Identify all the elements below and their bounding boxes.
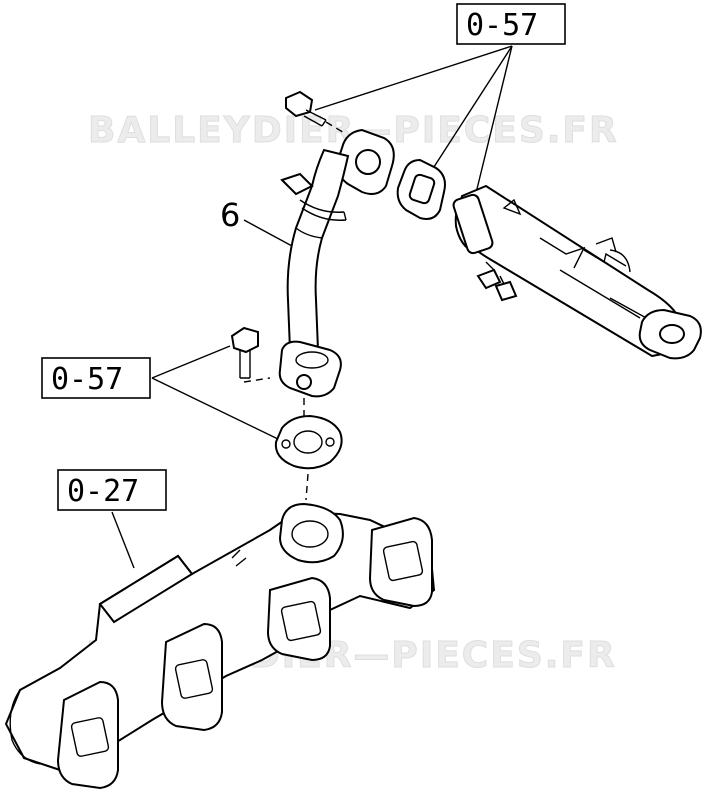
ref-label-manifold[interactable]: 0-27 <box>57 469 167 511</box>
bolt-top <box>285 90 347 135</box>
lower-dash-guide <box>305 473 309 501</box>
leader-lines-top <box>314 45 513 194</box>
watermark-top: BALLEYDIER—PIECES.FR <box>88 110 619 151</box>
pipe-bottom-flange <box>278 340 342 398</box>
exhaust-manifold <box>4 502 436 790</box>
gasket-mid <box>274 414 343 470</box>
leader-lines-mid <box>151 345 281 441</box>
bolt-mid <box>230 326 271 383</box>
gasket-top <box>396 158 446 220</box>
egr-cooler <box>452 184 702 360</box>
egr-pipe <box>280 148 350 351</box>
manifold-leader <box>111 511 135 569</box>
ref-label-mid[interactable]: 0-57 <box>41 357 151 399</box>
ref-label-manifold-text: 0-27 <box>67 474 139 509</box>
ref-label-top-text: 0-57 <box>466 8 538 43</box>
part-number-6[interactable]: 6 <box>220 196 240 234</box>
part-6-leader <box>243 219 293 247</box>
ref-label-mid-text: 0-57 <box>51 362 123 397</box>
pipe-top-flange <box>336 128 395 195</box>
ref-label-top[interactable]: 0-57 <box>456 3 566 45</box>
